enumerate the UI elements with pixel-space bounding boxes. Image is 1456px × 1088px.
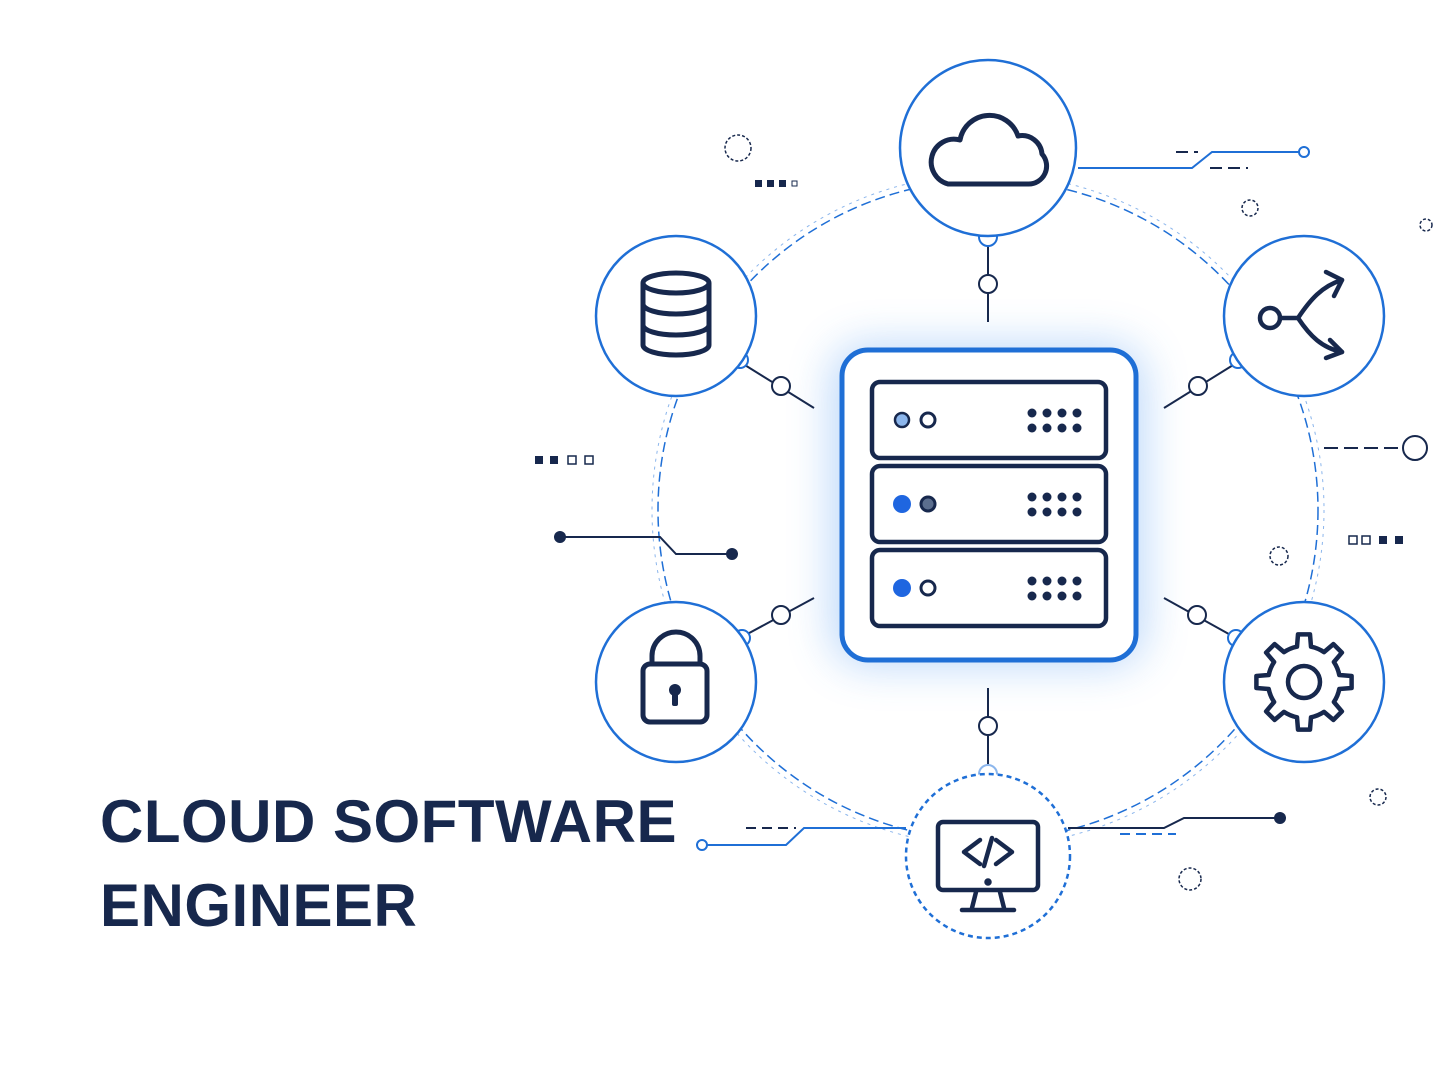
- led-grid: [1027, 408, 1082, 433]
- led-dot: [1042, 507, 1052, 517]
- led-dot: [1027, 423, 1037, 433]
- led-dot: [1072, 423, 1082, 433]
- led-dot: [1072, 507, 1082, 517]
- led-dot: [1072, 492, 1082, 502]
- led-dot: [1027, 591, 1037, 601]
- decorative-squares: [535, 180, 1403, 545]
- title-line-2: ENGINEER: [100, 872, 418, 939]
- led-grid: [1027, 576, 1082, 601]
- led-dot: [1042, 492, 1052, 502]
- decorative-circles: [724, 134, 1433, 891]
- settings-node: [1222, 600, 1386, 764]
- led-dot: [1072, 576, 1082, 586]
- cloud-node: [898, 58, 1078, 238]
- led-dot: [1027, 492, 1037, 502]
- server-unit-3: [869, 547, 1109, 629]
- led-dot: [1057, 408, 1067, 418]
- led-grid: [1027, 492, 1082, 517]
- led-dot: [1057, 576, 1067, 586]
- led-dot: [1072, 591, 1082, 601]
- cloud-icon: [928, 112, 1050, 187]
- branch-arrows-icon: [1257, 269, 1345, 361]
- led-dot: [1027, 576, 1037, 586]
- led-dot: [1057, 423, 1067, 433]
- node-circles: [594, 58, 1386, 764]
- led-dot: [1027, 408, 1037, 418]
- server-unit-2: [869, 463, 1109, 545]
- code-monitor-icon: [935, 819, 1041, 913]
- server-unit-1: [869, 379, 1109, 461]
- gear-icon: [1254, 632, 1354, 732]
- led-dot: [1042, 591, 1052, 601]
- led-dot: [1057, 492, 1067, 502]
- led-dot: [1072, 408, 1082, 418]
- decorative-lines: [554, 146, 1428, 851]
- led-dot: [1057, 507, 1067, 517]
- led-dot: [1057, 591, 1067, 601]
- led-dot: [1042, 408, 1052, 418]
- database-icon: [640, 270, 712, 358]
- security-node: [594, 600, 758, 764]
- title-line-1: CLOUD SOFTWARE: [100, 788, 677, 855]
- server-rack-icon: [839, 347, 1139, 663]
- led-dot: [1042, 423, 1052, 433]
- padlock-icon: [640, 629, 710, 725]
- led-dot: [1042, 576, 1052, 586]
- branch-node: [1222, 234, 1386, 398]
- title-block: CLOUD SOFTWARE ENGINEER: [100, 780, 677, 948]
- led-dot: [1027, 507, 1037, 517]
